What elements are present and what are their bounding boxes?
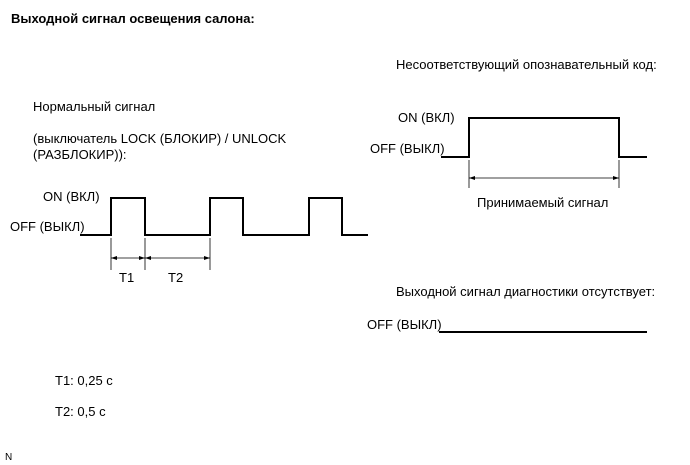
- no-diag-heading: Выходной сигнал диагностики отсутствует:: [396, 284, 656, 299]
- normal-signal-heading: Нормальный сигнал: [33, 99, 156, 114]
- normal-signal-condition-line2: (РАЗБЛОКИР)):: [33, 147, 127, 162]
- normal-pulse-waveform: [80, 197, 368, 236]
- t1-arrow-right: [139, 256, 145, 260]
- no-diag-off-label: OFF (ВЫКЛ): [367, 317, 442, 332]
- accepted-signal-label: Принимаемый сигнал: [477, 195, 609, 210]
- accepted-arrow-left: [469, 176, 475, 180]
- mismatch-on-label: ON (ВКЛ): [398, 110, 455, 125]
- t1-timing: T1: 0,25 с: [55, 373, 113, 388]
- accepted-arrow-right: [613, 176, 619, 180]
- normal-signal-condition-line1: (выключатель LOCK (БЛОКИР) / UNLOCK: [33, 131, 287, 146]
- mismatch-off-label: OFF (ВЫКЛ): [370, 141, 445, 156]
- normal-on-label: ON (ВКЛ): [43, 189, 100, 204]
- mismatch-heading: Несоответствующий опознавательный код:: [396, 57, 657, 72]
- t2-timing: T2: 0,5 с: [55, 404, 106, 419]
- diagram-title: Выходной сигнал освещения салона:: [11, 11, 255, 26]
- t1-arrow-left: [111, 256, 117, 260]
- mismatch-waveform: [441, 117, 647, 158]
- t2-arrow-right: [204, 256, 210, 260]
- t2-arrow-left: [145, 256, 151, 260]
- t1-label: T1: [119, 270, 135, 285]
- t2-label: T2: [168, 270, 184, 285]
- normal-off-label: OFF (ВЫКЛ): [10, 219, 85, 234]
- footer-mark: N: [5, 452, 13, 463]
